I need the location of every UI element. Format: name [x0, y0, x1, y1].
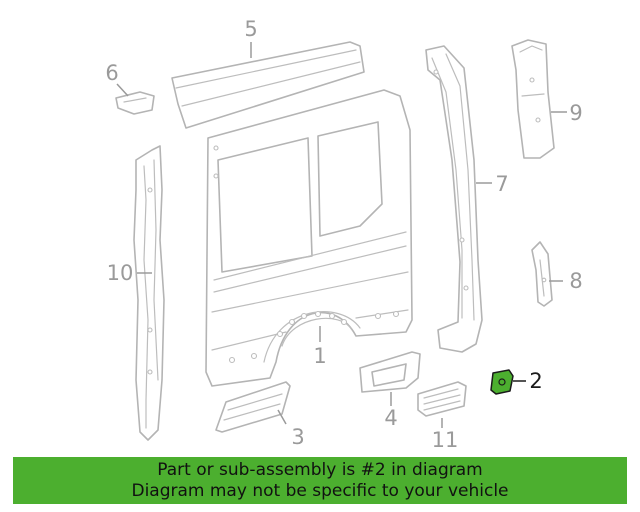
info-banner: Part or sub-assembly is #2 in diagram Di… [13, 457, 627, 504]
part-3-molding [215, 381, 291, 433]
callout-3: 3 [291, 425, 304, 449]
banner-line-2: Diagram may not be specific to your vehi… [131, 480, 509, 501]
banner-line-1: Part or sub-assembly is #2 in diagram [157, 459, 483, 480]
part-8-bracket [531, 241, 553, 307]
leader-3 [277, 409, 287, 425]
part-7-rear-pillar [425, 45, 483, 353]
part-4-housing [359, 351, 421, 393]
parts-diagram: 5 6 1 [105, 17, 582, 452]
callout-8: 8 [569, 269, 582, 293]
leader-6 [116, 83, 129, 97]
part-5-roof-rail [171, 41, 365, 129]
part-1-side-panel [205, 89, 413, 387]
part-10-pillar [133, 145, 165, 441]
part-11-vent [417, 381, 467, 417]
callout-5: 5 [244, 17, 257, 41]
callout-4: 4 [384, 406, 397, 430]
callout-1: 1 [313, 344, 326, 368]
callout-6: 6 [105, 61, 118, 85]
callout-9: 9 [569, 101, 582, 125]
callout-7: 7 [495, 172, 508, 196]
callout-2: 2 [529, 369, 542, 393]
part-9-corner-pillar [511, 39, 555, 159]
callout-10: 10 [107, 261, 134, 285]
part-2-highlighted [490, 369, 514, 395]
part-6-bracket [115, 91, 155, 115]
callout-11: 11 [432, 428, 459, 452]
